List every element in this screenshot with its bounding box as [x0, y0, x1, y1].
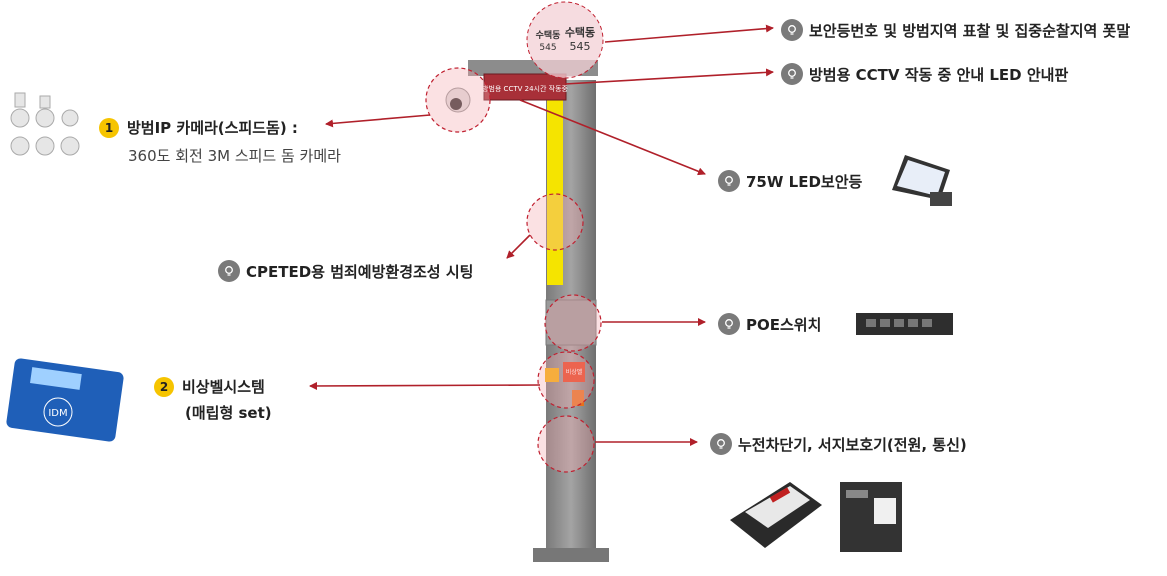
camera-products-image [10, 92, 80, 156]
label-led-board-text: 방범용 CCTV 작동 중 안내 LED 안내판 [809, 65, 1069, 84]
lightbulb-icon [718, 313, 740, 335]
label-bell: 2 비상벨시스템 [154, 376, 265, 397]
svg-text:수택동: 수택동 [565, 25, 595, 39]
svg-text:비상벨: 비상벨 [566, 368, 583, 376]
label-camera-title: 방범IP 카메라(스피드돔) : [127, 119, 298, 137]
label-sign-text: 보안등번호 및 방범지역 표찰 및 집중순찰지역 폿말 [809, 21, 1131, 40]
lightbulb-icon [710, 433, 732, 455]
idm-device-image: IDM [6, 358, 124, 442]
led-floodlight-image [892, 155, 952, 206]
label-bell-sub: (매립형 set) [185, 404, 272, 422]
label-breaker: 누전차단기, 서지보호기(전원, 통신) [710, 433, 967, 455]
number-badge: 1 [99, 117, 119, 138]
label-camera-desc: 360도 회전 3M 스피드 돔 카메라 [128, 147, 341, 165]
svg-text:IDM: IDM [48, 408, 67, 419]
led-board-text: 방범용 CCTV 24시간 작동중 [482, 84, 569, 93]
breaker-highlight [537, 415, 595, 473]
svg-text:수택동: 수택동 [536, 30, 561, 41]
lightbulb-icon [218, 260, 240, 282]
label-breaker-text: 누전차단기, 서지보호기(전원, 통신) [738, 435, 967, 454]
bell-highlight [537, 351, 595, 409]
number-badge: 2 [154, 376, 174, 397]
sign-plate: 수택동 545 수택동 545 [526, 1, 604, 79]
svg-text:545: 545 [539, 43, 556, 53]
label-poe: POE스위치 [718, 313, 821, 335]
breaker-surge-image [730, 482, 902, 552]
label-cpted: CPETED용 범죄예방환경조성 시팅 [218, 260, 473, 282]
label-poe-text: POE스위치 [746, 315, 822, 334]
lightbulb-icon [718, 170, 740, 192]
label-led-light: 75W LED보안등 [718, 170, 862, 192]
label-led-board: 방범용 CCTV 작동 중 안내 LED 안내판 [781, 63, 1068, 85]
callout-arrows [309, 24, 774, 446]
cpted-highlight [526, 193, 584, 251]
lightbulb-icon [781, 19, 803, 41]
label-bell-title: 비상벨시스템 [182, 378, 265, 396]
poe-switch-image [856, 313, 953, 335]
label-sign: 보안등번호 및 방범지역 표찰 및 집중순찰지역 폿말 [781, 19, 1130, 41]
street-pole: 방범용 CCTV 24시간 작동중 비상벨 [445, 60, 609, 562]
poe-highlight [544, 294, 602, 352]
lightbulb-icon [781, 63, 803, 85]
yellow-led-strip [547, 90, 563, 285]
label-cpted-text: CPETED용 범죄예방환경조성 시팅 [246, 262, 474, 281]
label-led-light-text: 75W LED보안등 [746, 172, 863, 191]
svg-text:545: 545 [570, 40, 591, 53]
camera-highlight [425, 67, 491, 133]
label-camera: 1 방범IP 카메라(스피드돔) : [99, 117, 298, 138]
